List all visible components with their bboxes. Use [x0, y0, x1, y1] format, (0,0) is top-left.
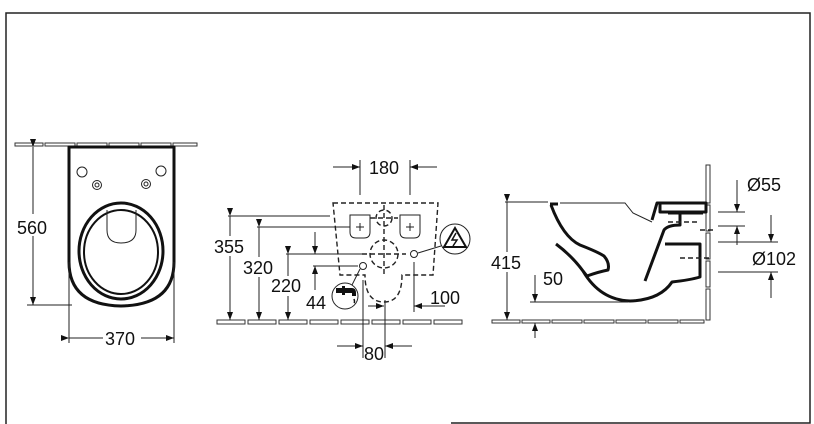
- height-355-label: 355: [214, 237, 244, 257]
- electrical-warning-icon: [439, 223, 471, 255]
- bolt-left: [92, 180, 102, 190]
- clearance-label: 50: [543, 269, 563, 289]
- bolt-right: [141, 179, 151, 189]
- height-label: 415: [491, 253, 521, 273]
- height-label: 560: [17, 218, 47, 238]
- inlet-diameter-label: Ø55: [747, 175, 781, 195]
- water-connection-point: [359, 262, 367, 270]
- fixing-hole-left: [76, 166, 88, 178]
- offset-44-label: 44: [306, 293, 326, 313]
- bowl-outline: [67, 145, 176, 308]
- electrical-connection-point: [410, 250, 418, 258]
- seat-ring-outer: [77, 201, 165, 301]
- wall-line: [705, 164, 711, 321]
- floor-line: [216, 319, 463, 325]
- front-view: 560 370: [14, 139, 198, 349]
- bowl-front-profile: [549, 202, 610, 278]
- fixing-plate-left: [349, 214, 371, 239]
- wall-line: [14, 142, 198, 147]
- bowl-trap-profile: [581, 242, 702, 303]
- pan-outline-dashed: [332, 202, 439, 303]
- seat-ring-inner: [83, 209, 159, 295]
- installation-view: 180 355 320 220 44: [214, 158, 471, 364]
- fixing-hole-right: [155, 165, 167, 177]
- offset-100-label: 100: [430, 288, 460, 308]
- side-view: 415 50 Ø55 Ø102: [491, 164, 800, 338]
- floor-line: [491, 319, 705, 324]
- width-label: 370: [105, 329, 135, 349]
- drawing-frame: [5, 12, 811, 424]
- outlet-diameter-label: Ø102: [752, 249, 796, 269]
- bowl-opening: [106, 210, 137, 244]
- spacing-top-label: 180: [369, 158, 399, 178]
- spacing-bottom-label: 80: [364, 344, 384, 364]
- height-320-label: 320: [243, 258, 273, 278]
- fixing-plate-right: [399, 214, 421, 239]
- height-220-label: 220: [271, 276, 301, 296]
- faucet-icon: [331, 282, 359, 310]
